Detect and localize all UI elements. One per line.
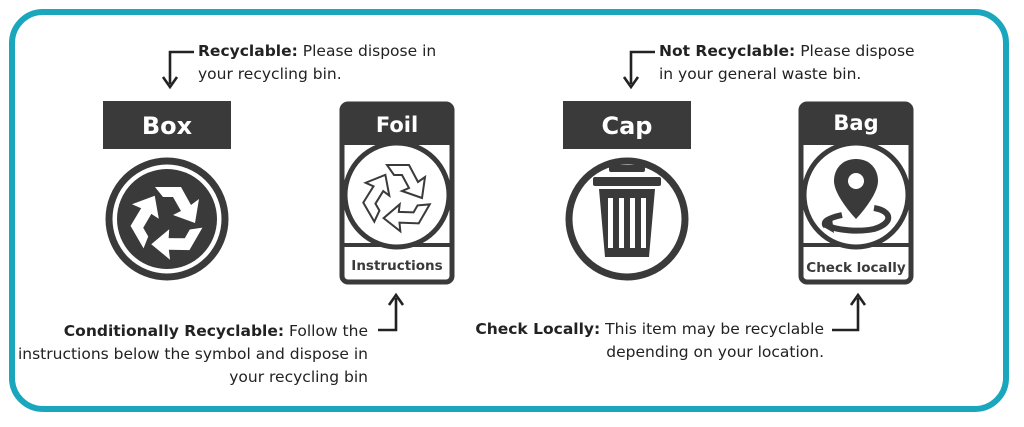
arrow-down-icon — [622, 50, 655, 90]
arrow-down-icon — [161, 50, 194, 90]
legend-conditional-line2: instructions below the symbol and dispos… — [17, 345, 368, 363]
trash-bin-icon — [593, 165, 661, 257]
label-bag: Bag Check locally — [798, 101, 914, 285]
legend-conditional-line1: Follow the — [289, 322, 368, 340]
legend-check-locally-title: Check Locally: — [475, 320, 601, 338]
recycle-outline-icon — [362, 164, 432, 234]
label-cap-name: Cap — [602, 112, 653, 140]
label-bag-instruction: Check locally — [806, 260, 906, 276]
location-pin-icon — [821, 159, 892, 234]
legend-not-recyclable: Not Recyclable: Please dispose in your g… — [659, 40, 915, 86]
legend-recyclable-title: Recyclable: — [198, 42, 298, 60]
label-foil-instruction: Instructions — [351, 258, 442, 274]
label-cap: Cap — [563, 101, 691, 281]
legend-check-locally: Check Locally: This item may be recyclab… — [475, 318, 824, 364]
legend-recyclable-line2: your recycling bin. — [198, 65, 342, 83]
label-box-name: Box — [142, 112, 193, 140]
legend-conditional: Conditionally Recyclable: Follow the ins… — [18, 320, 368, 389]
legend-not-recyclable-line1: Please dispose — [800, 42, 915, 60]
legend-recyclable-line1: Please dispose in — [302, 42, 437, 60]
legend-not-recyclable-line2: in your general waste bin. — [659, 65, 862, 83]
legend-check-locally-line2: depending on your location. — [606, 343, 824, 361]
label-bag-name: Bag — [833, 111, 878, 135]
legend-conditional-line3: your recycling bin — [229, 368, 368, 386]
arrow-up-icon — [378, 292, 405, 332]
diagram-frame — [9, 9, 1009, 412]
label-box: Box — [103, 101, 231, 281]
legend-check-locally-line1: This item may be recyclable — [605, 320, 824, 338]
legend-conditional-title: Conditionally Recyclable: — [63, 322, 285, 340]
legend-not-recyclable-title: Not Recyclable: — [659, 42, 796, 60]
arrow-up-icon — [832, 292, 867, 332]
legend-recyclable: Recyclable: Please dispose in your recyc… — [198, 40, 436, 86]
label-foil-name: Foil — [376, 113, 418, 137]
label-foil: Foil Instructions — [339, 101, 455, 285]
recycle-icon — [130, 187, 203, 260]
